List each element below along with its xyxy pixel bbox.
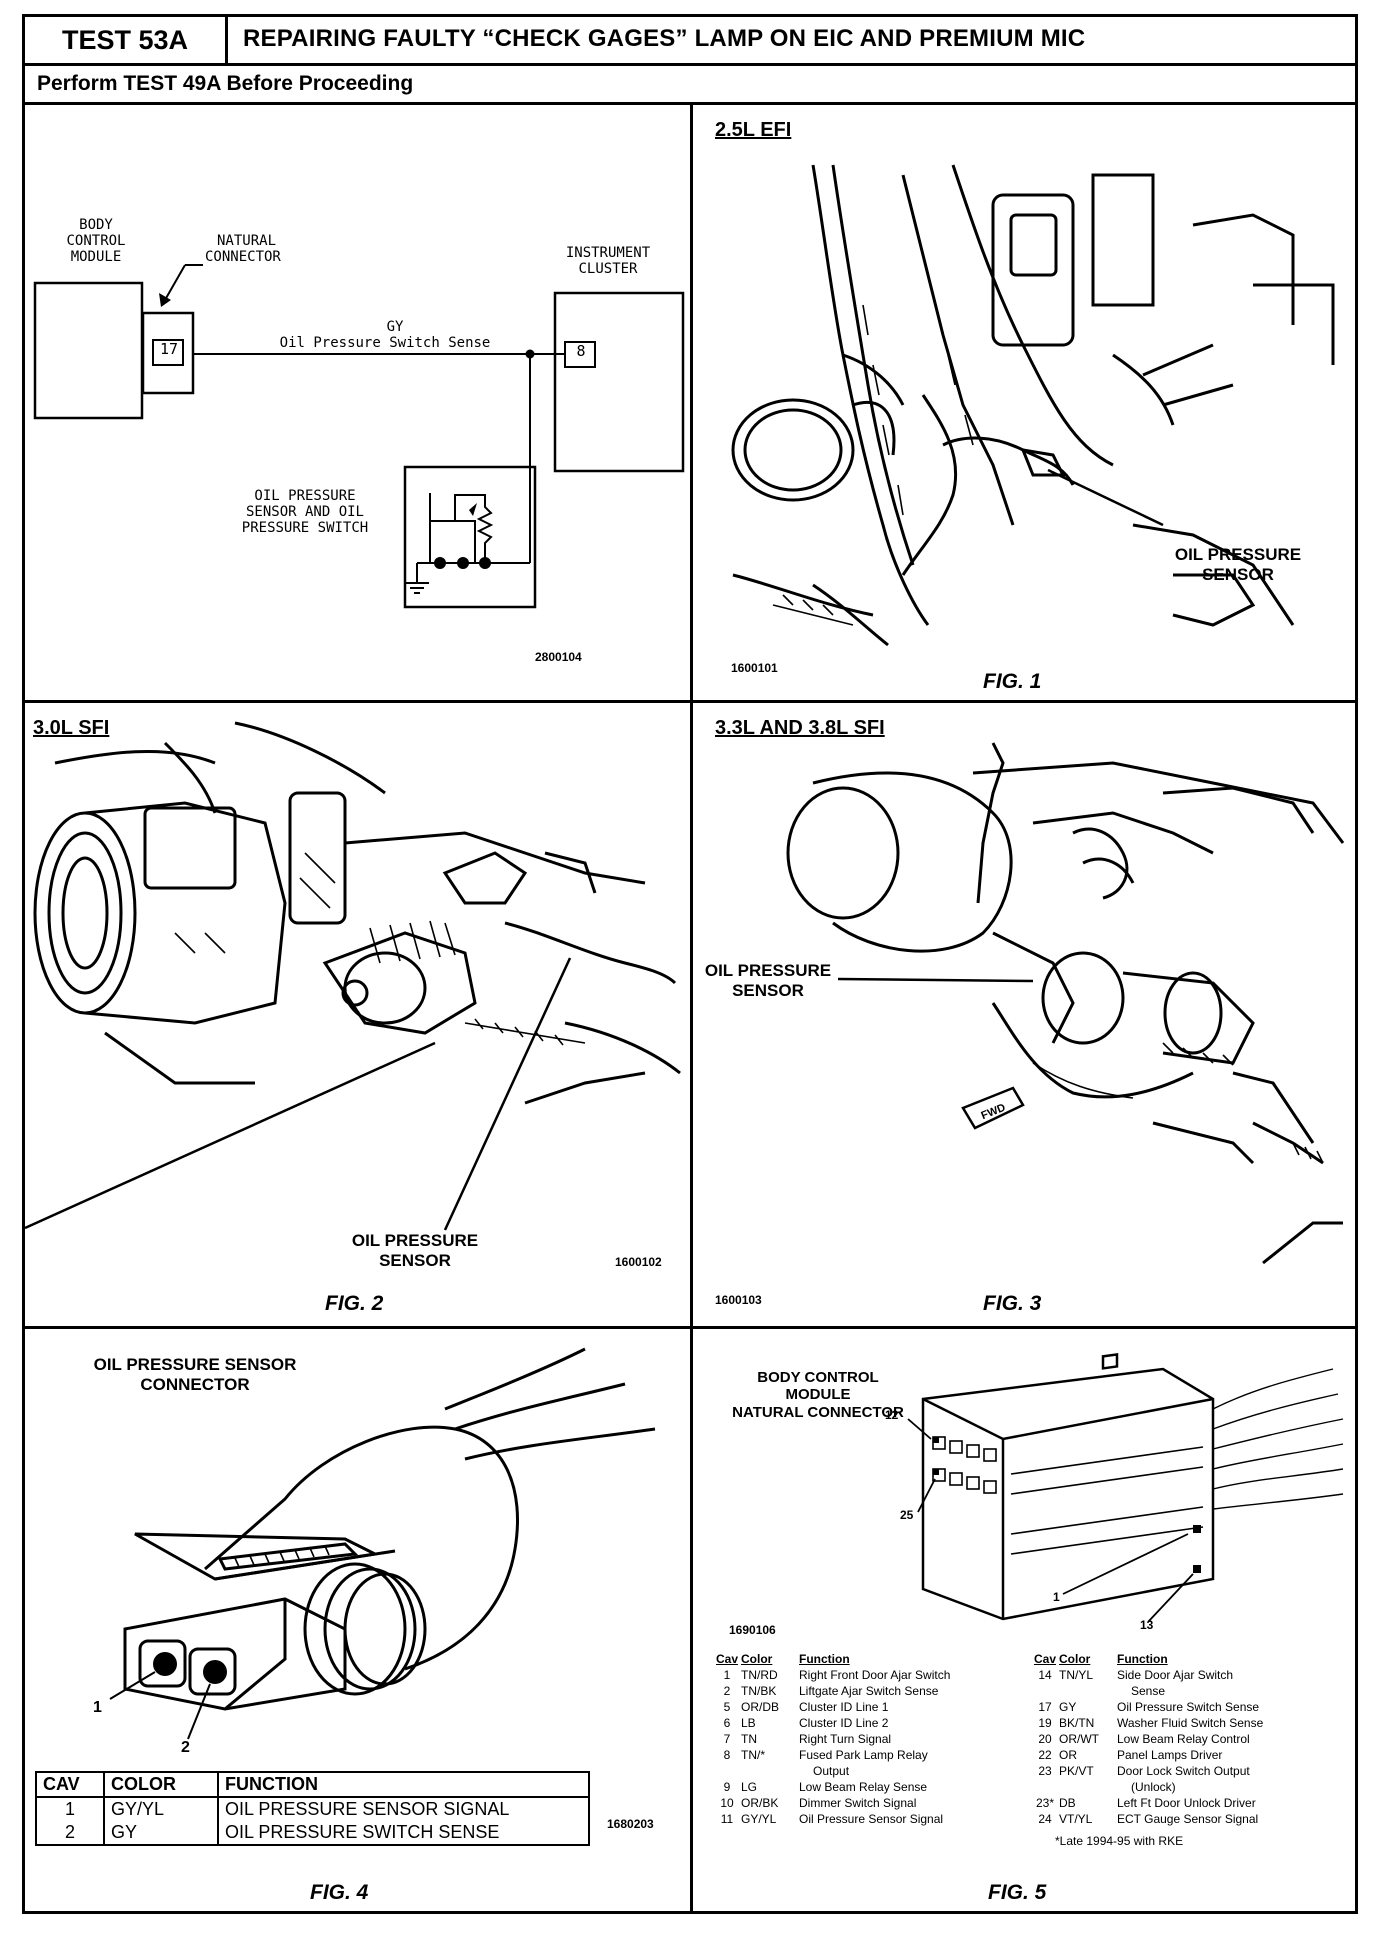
fig4-pin1-label: 1 [93, 1699, 102, 1716]
fig1-engine-illustration [731, 164, 1335, 647]
fig2-panel: 3.0L SFI [24, 703, 690, 1326]
circuit-schematic [33, 264, 685, 609]
fig5-connector-illustration [907, 1352, 1344, 1623]
fig3-engine: 3.3L AND 3.8L SFI [715, 717, 885, 739]
table-row: Output [813, 1764, 850, 1778]
function-header: FUNCTION [217, 1771, 590, 1798]
color-header: COLOR [103, 1771, 219, 1798]
prerequisite-text: Perform TEST 49A Before Proceeding [37, 72, 414, 95]
fig2-code: 1600102 [615, 1255, 662, 1269]
fig5-footnote: *Late 1994-95 with RKE [1055, 1834, 1184, 1848]
wire-color: GY [386, 319, 404, 335]
cavity-2 [203, 1660, 227, 1684]
fig3-label: FIG. 3 [983, 1292, 1042, 1315]
fig4-label: FIG. 4 [310, 1881, 369, 1904]
fig1-label: FIG. 1 [983, 670, 1042, 693]
schematic-code: 2800104 [535, 650, 582, 664]
prerequisite-row: Perform TEST 49A Before Proceeding [25, 66, 1355, 105]
fwd-arrow: FWD [961, 1086, 1025, 1130]
cav-header: CAV [35, 1771, 105, 1798]
cavity-1 [153, 1652, 177, 1676]
page-title: REPAIRING FAULTY “CHECK GAGES” LAMP ON E… [243, 25, 1086, 52]
test-id: TEST 53A [25, 17, 228, 63]
instrument-cluster-box [553, 291, 685, 473]
fig4-cavity-table: CAV COLOR FUNCTION 1 GY/YL OIL PRESSURE … [35, 1771, 590, 1846]
fig3-code: 1600103 [715, 1293, 762, 1307]
fig4-connector-illustration [109, 1347, 656, 1740]
header-row: TEST 53A REPAIRING FAULTY “CHECK GAGES” … [25, 17, 1355, 66]
service-manual-page: TEST 53A REPAIRING FAULTY “CHECK GAGES” … [22, 14, 1358, 1914]
panel-divider-2 [25, 1326, 1355, 1329]
bcm-pin-number: 17 [159, 340, 179, 358]
fig1-engine: 2.5L EFI [715, 119, 792, 141]
fig5-label: FIG. 5 [988, 1881, 1047, 1904]
fig4-code: 1680203 [607, 1817, 654, 1831]
fig3-panel: 3.3L AND 3.8L SFI [693, 703, 1358, 1326]
fig5-pin1: 1 [1053, 1590, 1060, 1604]
bcm-pin-box [152, 339, 184, 366]
oil-pressure-sensor-box [403, 465, 537, 609]
fig5-pin12: 12 [885, 1408, 899, 1422]
fig2-leader-line [443, 957, 572, 1231]
cluster-pin-number: 8 [576, 342, 586, 360]
panel-divider-vertical [690, 105, 693, 1914]
fig1-panel: 2.5L EFI [693, 105, 1358, 700]
wire-function: Oil Pressure Switch Sense [279, 335, 491, 351]
fig5-code: 1690106 [729, 1623, 776, 1637]
panel-divider-1 [25, 700, 1355, 703]
fig2-engine-illustration [24, 721, 681, 1231]
table-row: Sense [1131, 1684, 1166, 1698]
fig3-leader-line [837, 977, 1034, 983]
table-row: 2 GY OIL PRESSURE SWITCH SENSE [35, 1821, 590, 1846]
fig2-engine: 3.0L SFI [33, 717, 110, 739]
fig5-pin25: 25 [900, 1508, 914, 1522]
table-row: 1 GY/YL OIL PRESSURE SENSOR SIGNAL [35, 1797, 590, 1821]
fig2-label: FIG. 2 [325, 1292, 384, 1315]
fig3-engine-illustration: FWD [786, 742, 1345, 1265]
bcm-box [33, 281, 144, 420]
table-row: (Unlock) [1131, 1780, 1176, 1794]
fig5-pin13: 13 [1140, 1618, 1154, 1632]
fig4-pin2-label: 2 [181, 1739, 190, 1756]
fig1-leader-line [1047, 468, 1164, 527]
fig1-code: 1600101 [731, 661, 778, 675]
